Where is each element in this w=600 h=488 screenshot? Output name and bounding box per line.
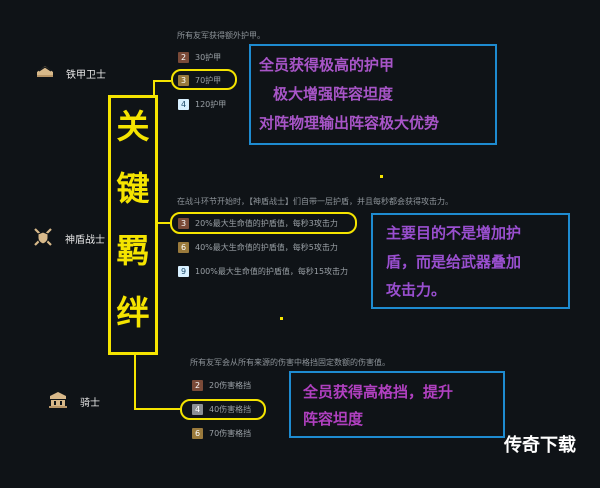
tier-count-badge: 6 bbox=[192, 427, 203, 439]
tier-row-knight-4: 4 40伤害格挡 bbox=[192, 402, 251, 416]
highlight-oval-ironclad bbox=[171, 69, 237, 90]
tier-count-badge: 3 bbox=[178, 217, 189, 229]
trait-name-ironclad: 铁甲卫士 bbox=[66, 70, 106, 81]
tier-row-knight-2: 2 20伤害格挡 bbox=[192, 378, 251, 392]
highlight-oval-knight bbox=[180, 399, 266, 420]
tier-row-bulwark-9: 9 100%最大生命值的护盾值，每秒15攻击力 bbox=[178, 264, 348, 278]
tier-effect-text: 20%最大生命值的护盾值，每秒3攻击力 bbox=[195, 218, 338, 228]
watermark: 传奇下载 bbox=[504, 435, 576, 456]
tier-effect-text: 70伤害格挡 bbox=[209, 428, 252, 438]
tier-row-bulwark-6: 6 40%最大生命值的护盾值，每秒5攻击力 bbox=[178, 240, 338, 254]
tier-row-ironclad-2: 2 30护甲 bbox=[178, 50, 221, 64]
key-bond-char: 关 bbox=[116, 107, 150, 146]
tier-count-badge: 4 bbox=[178, 98, 189, 110]
tier-effect-text: 20伤害格挡 bbox=[209, 380, 252, 390]
connector-line bbox=[134, 355, 136, 409]
tier-effect-text: 30护甲 bbox=[195, 52, 222, 62]
key-bond-char: 绊 bbox=[116, 293, 150, 332]
connector-line bbox=[134, 408, 180, 410]
annotation-box-armor: 全员获得极高的护甲 极大增强阵容坦度 对阵物理输出阵容极大优势 bbox=[249, 44, 497, 145]
tier-count-badge: 9 bbox=[178, 265, 189, 277]
tier-row-ironclad-4: 4 120护甲 bbox=[178, 97, 226, 111]
highlight-oval-bulwark bbox=[170, 212, 357, 234]
tier-effect-text: 70护甲 bbox=[195, 75, 222, 85]
key-bond-char: 键 bbox=[116, 169, 150, 208]
tier-count-badge: 6 bbox=[178, 241, 189, 253]
shield-crossed-swords-icon bbox=[32, 226, 54, 252]
tier-effect-text: 40伤害格挡 bbox=[209, 404, 252, 414]
trait-description-bulwark: 在战斗环节开始时，【神盾战士】们自带一层护盾，并且每秒都会获得攻击力。 bbox=[177, 197, 453, 206]
annotation-box-knight: 全员获得高格挡，提升 阵容坦度 bbox=[289, 371, 505, 438]
trait-name-bulwark: 神盾战士 bbox=[65, 235, 105, 246]
key-bond-char: 羁 bbox=[116, 231, 150, 270]
annotation-box-shield: 主要目的不是增加护 盾，而是给武器叠加 攻击力。 bbox=[371, 213, 570, 309]
tier-row-knight-6: 6 70伤害格挡 bbox=[192, 426, 251, 440]
key-bond-label-box: 关 键 羁 绊 bbox=[108, 95, 158, 355]
tier-effect-text: 40%最大生命值的护盾值，每秒5攻击力 bbox=[195, 242, 338, 252]
annotation-line: 全员获得高格挡，提升 bbox=[303, 383, 454, 401]
annotation-line: 主要目的不是增加护 bbox=[386, 224, 522, 242]
armor-helmet-icon bbox=[35, 62, 55, 82]
trait-description-ironclad: 所有友军获得额外护甲。 bbox=[177, 31, 265, 40]
trait-name-knight: 骑士 bbox=[80, 398, 100, 409]
yellow-dot bbox=[280, 317, 283, 320]
tier-effect-text: 100%最大生命值的护盾值，每秒15攻击力 bbox=[195, 266, 349, 276]
tier-count-badge: 3 bbox=[178, 74, 189, 86]
annotation-line: 攻击力。 bbox=[386, 281, 447, 299]
tier-row-bulwark-3: 3 20%最大生命值的护盾值，每秒3攻击力 bbox=[178, 216, 338, 230]
trait-description-knight: 所有友军会从所有来源的伤害中格挡固定数额的伤害值。 bbox=[190, 358, 390, 367]
annotation-line: 全员获得极高的护甲 bbox=[259, 56, 395, 74]
annotation-line: 极大增强阵容坦度 bbox=[273, 85, 394, 103]
tier-count-badge: 4 bbox=[192, 403, 203, 415]
tier-row-ironclad-3: 3 70护甲 bbox=[178, 73, 221, 87]
annotation-line: 盾，而是给武器叠加 bbox=[386, 253, 522, 271]
tier-effect-text: 120护甲 bbox=[195, 99, 227, 109]
tier-count-badge: 2 bbox=[192, 379, 203, 391]
annotation-line: 阵容坦度 bbox=[303, 410, 364, 428]
tier-count-badge: 2 bbox=[178, 51, 189, 63]
connector-line bbox=[153, 80, 155, 97]
yellow-dot bbox=[380, 175, 383, 178]
knight-shield-icon bbox=[48, 391, 68, 413]
connector-line bbox=[158, 222, 170, 224]
connector-line bbox=[154, 80, 171, 82]
annotation-line: 对阵物理输出阵容极大优势 bbox=[259, 114, 440, 132]
